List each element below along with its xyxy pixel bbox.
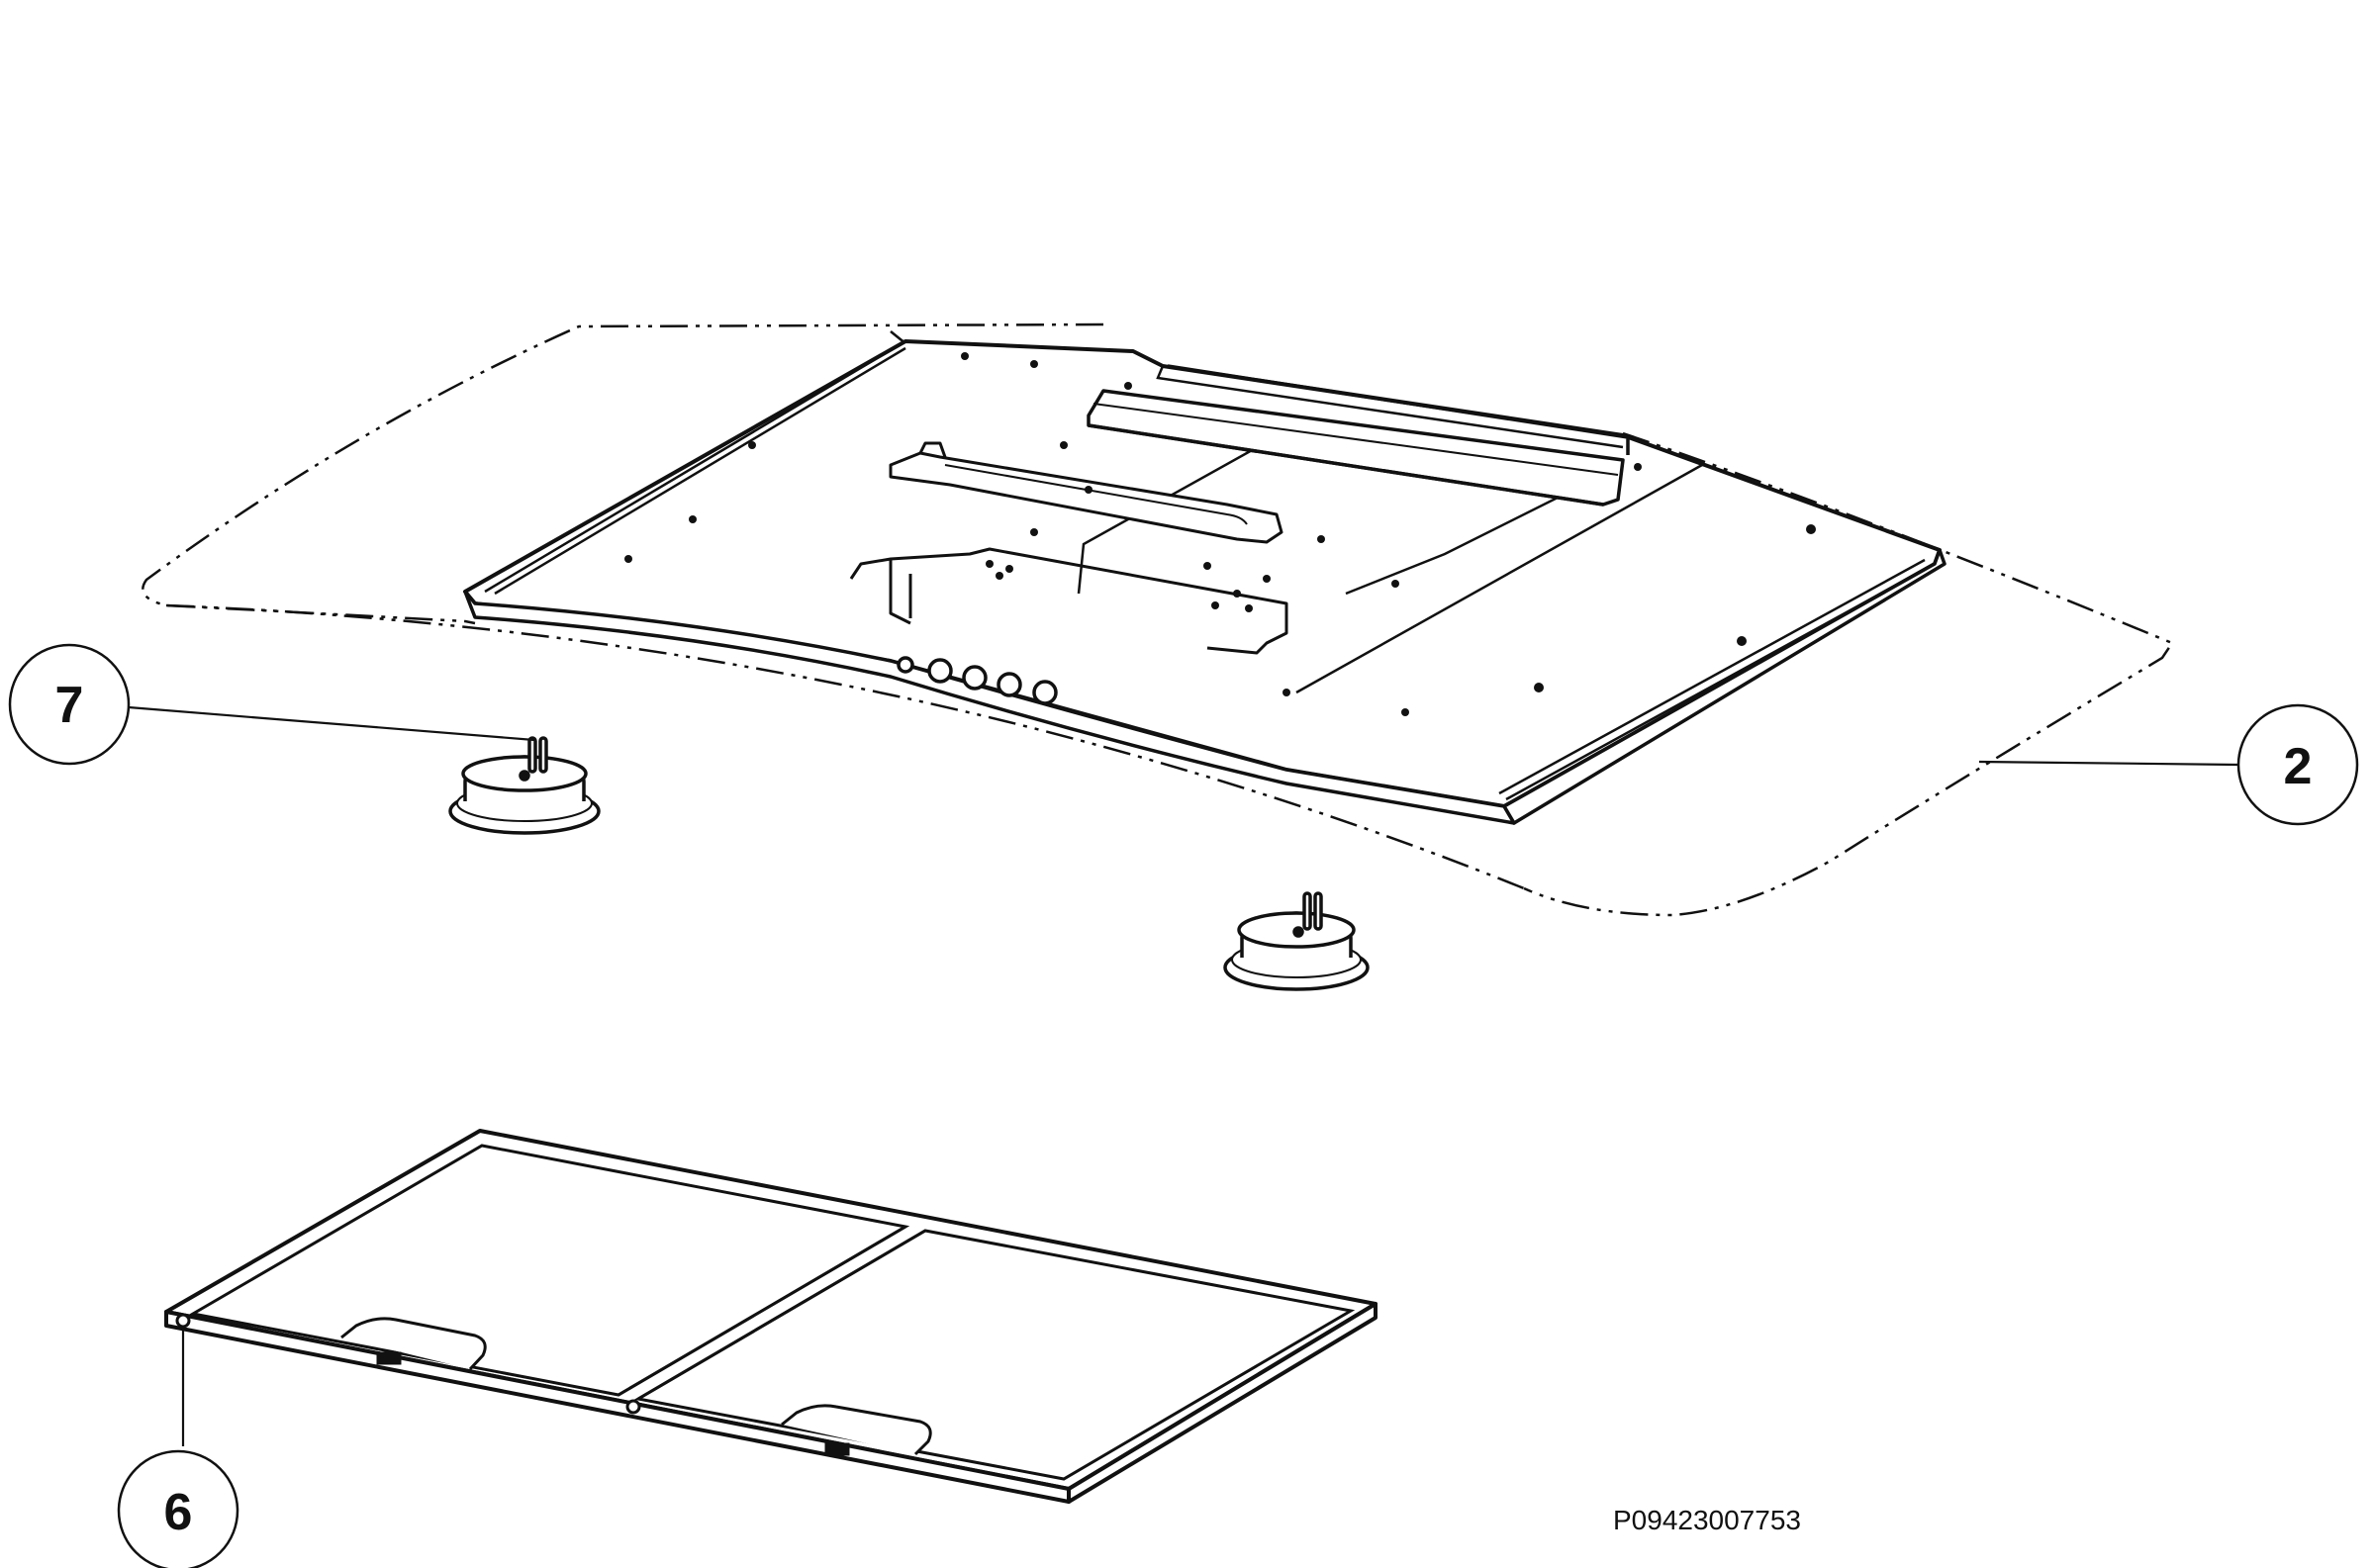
duct-channel bbox=[1087, 364, 1630, 507]
callout-2: 2 bbox=[2236, 703, 2359, 826]
leader-line-2 bbox=[1978, 760, 2239, 767]
callout-7-label: 7 bbox=[55, 677, 84, 734]
filter-frame bbox=[164, 1129, 1378, 1504]
fan-unit-left bbox=[448, 736, 601, 835]
control-box bbox=[849, 547, 1288, 655]
callout-2-label: 2 bbox=[2284, 738, 2313, 795]
filter-handles bbox=[175, 1313, 932, 1456]
motor-bracket bbox=[889, 441, 1283, 544]
control-knobs bbox=[897, 656, 1058, 705]
document-code: P09423007753 bbox=[1613, 1505, 1801, 1535]
mounting-holes bbox=[624, 352, 1816, 716]
leader-lines bbox=[128, 705, 2239, 1446]
callout-6-label: 6 bbox=[164, 1484, 193, 1541]
fan-unit-right bbox=[1223, 891, 1370, 991]
leader-line-7 bbox=[128, 705, 535, 742]
hood-deck-inner-lines bbox=[484, 339, 1936, 801]
callout-7: 7 bbox=[8, 643, 131, 766]
callout-6: 6 bbox=[117, 1449, 239, 1568]
filter-panels bbox=[188, 1144, 1356, 1481]
